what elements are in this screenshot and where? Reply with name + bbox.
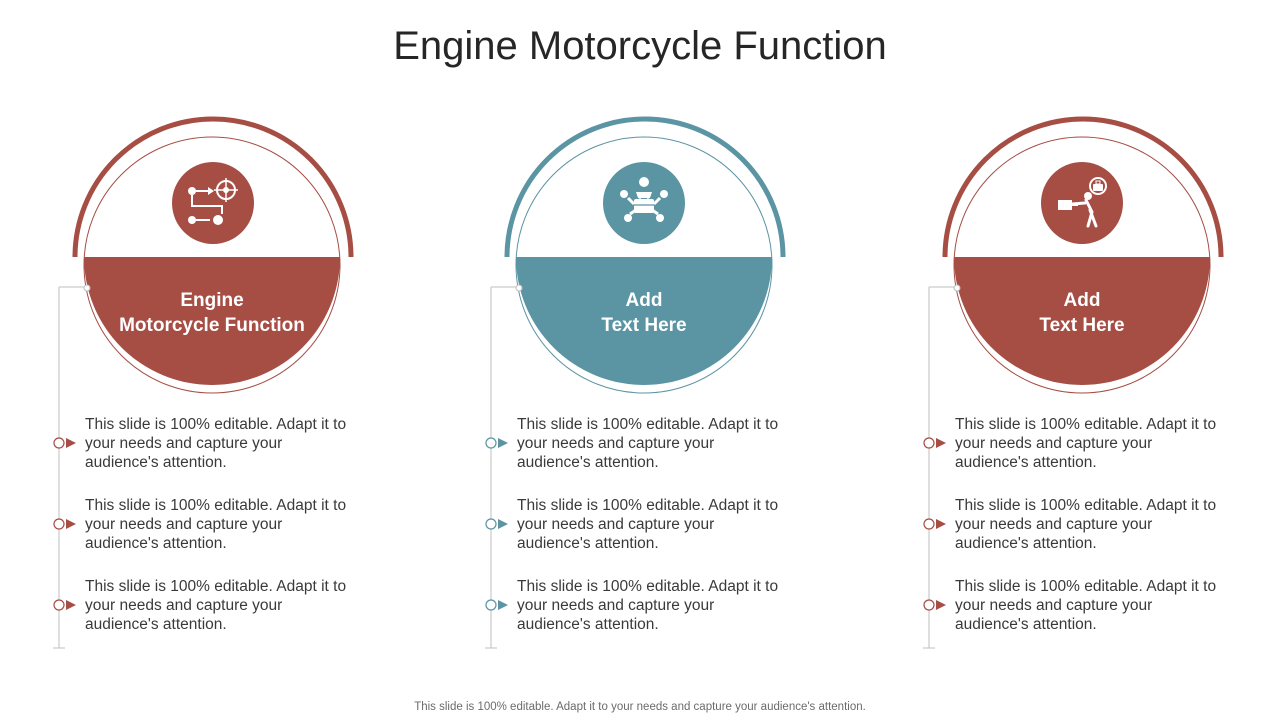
thin-ring [953, 136, 1211, 394]
bullet-text: This slide is 100% editable. Adapt it to… [955, 578, 1217, 633]
bullet-text: This slide is 100% editable. Adapt it to… [517, 497, 779, 552]
heading-line-1: Add [625, 290, 663, 311]
circle-heading: Add Text Here [514, 288, 774, 338]
bullet-text: This slide is 100% editable. Adapt it to… [85, 578, 347, 633]
connector-dot [953, 284, 961, 292]
bullet-marker [485, 518, 508, 530]
slide-title: Engine Motorcycle Function [393, 24, 887, 68]
column-1: Engine Motorcycle Function This slide is… [52, 0, 372, 720]
footer-note: This slide is 100% editable. Adapt it to… [414, 701, 866, 713]
bullet-text: This slide is 100% editable. Adapt it to… [955, 416, 1217, 471]
lower-half-circle [516, 257, 772, 385]
lower-half-circle [84, 257, 340, 385]
column-2: Add Text Here This slide is 100% editabl… [484, 0, 804, 720]
bullet-marker [923, 599, 946, 611]
connector-dot [83, 284, 91, 292]
bullet-marker [923, 437, 946, 449]
bullet-text: This slide is 100% editable. Adapt it to… [85, 497, 347, 552]
bullet-marker [53, 518, 76, 530]
team-briefcase-icon [603, 162, 685, 244]
bullet-text: This slide is 100% editable. Adapt it to… [517, 578, 779, 633]
column-1-graphic [53, 116, 354, 649]
bullet-text: This slide is 100% editable. Adapt it to… [955, 497, 1217, 552]
circle-heading: Add Text Here [952, 288, 1212, 338]
bullet-text: This slide is 100% editable. Adapt it to… [85, 416, 347, 471]
heading-line-2: Text Here [601, 315, 687, 336]
bullet-marker [923, 518, 946, 530]
outer-arc [72, 116, 354, 258]
heading-line-1: Engine [180, 290, 244, 311]
bullet-marker [53, 437, 76, 449]
outer-arc [942, 116, 1224, 258]
bullet-marker [485, 437, 508, 449]
column-3: Add Text Here This slide is 100% editabl… [922, 0, 1242, 720]
thin-ring [83, 136, 341, 394]
circle-heading: Engine Motorcycle Function [82, 288, 342, 338]
heading-line-2: Motorcycle Function [119, 315, 305, 336]
person-pushing-icon [1041, 162, 1123, 244]
connector-dot [515, 284, 523, 292]
bullet-text: This slide is 100% editable. Adapt it to… [517, 416, 779, 471]
bullet-marker [485, 599, 508, 611]
thin-ring [515, 136, 773, 394]
column-2-graphic [485, 116, 786, 649]
outer-arc [504, 116, 786, 258]
heading-line-1: Add [1063, 290, 1101, 311]
process-target-icon [172, 162, 254, 244]
lower-half-circle [954, 257, 1210, 385]
heading-line-2: Text Here [1039, 315, 1125, 336]
bullet-marker [53, 599, 76, 611]
column-3-graphic [923, 116, 1224, 649]
